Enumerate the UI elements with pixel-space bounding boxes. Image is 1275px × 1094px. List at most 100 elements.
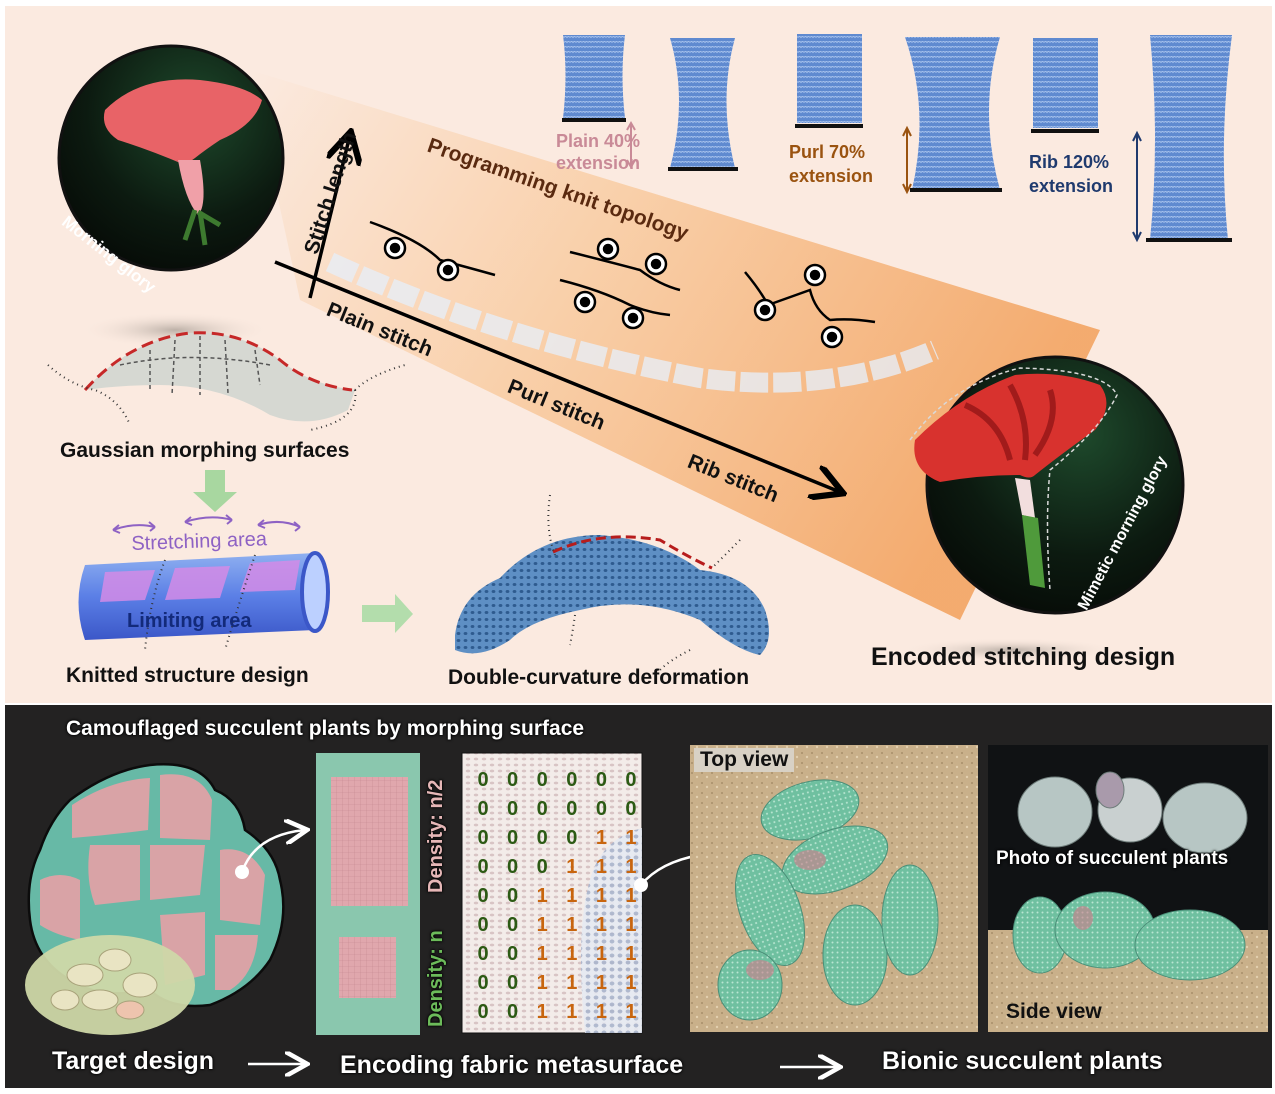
binary-grid-cell: 1: [536, 972, 548, 994]
binary-grid-cell: 1: [625, 885, 637, 907]
binary-grid-cell: 1: [595, 1001, 607, 1023]
stitch-chain: [325, 252, 939, 393]
binary-grid-cell: 1: [536, 885, 548, 907]
rib-extension-value: Rib 120%: [1029, 152, 1110, 172]
binary-grid-cell: 1: [566, 856, 578, 878]
binary-grid-cell: 0: [477, 769, 489, 791]
binary-grid-cell: 0: [536, 769, 548, 791]
binary-grid-cell: 0: [625, 769, 637, 791]
binary-grid-cell: 1: [595, 914, 607, 936]
binary-grid-cell: 0: [477, 856, 489, 878]
stretch-arrows: [112, 514, 301, 534]
binary-grid-cell: 0: [507, 856, 519, 878]
plain-sample: [562, 35, 738, 171]
right-arrow: [362, 594, 413, 633]
binary-grid-cell: 1: [566, 943, 578, 965]
morning-glory-photo: [57, 44, 285, 348]
binary-grid-cell: 1: [625, 827, 637, 849]
purl-extension-label: Purl 70% extension: [789, 140, 873, 188]
binary-grid-cell: 1: [625, 1001, 637, 1023]
knitted-tube: [78, 551, 330, 651]
binary-grid-cell: 1: [566, 914, 578, 936]
down-arrow: [193, 470, 237, 512]
flow-step-bionic-succulents: Bionic succulent plants: [882, 1047, 1163, 1075]
binary-grid-cell: 0: [477, 798, 489, 820]
binary-grid-cell: 1: [536, 943, 548, 965]
purl-sample: [795, 34, 1002, 195]
binary-grid-cell: 0: [536, 827, 548, 849]
binary-grid-cell: 0: [477, 1001, 489, 1023]
stitch-type-axis: [274, 260, 840, 492]
binary-grid-cell: 0: [536, 856, 548, 878]
binary-grid-cell: 0: [595, 769, 607, 791]
binary-grid-cell: 0: [507, 943, 519, 965]
binary-grid-cell: 1: [625, 856, 637, 878]
flow-step-encoding-fabric: Encoding fabric metasurface: [340, 1051, 684, 1079]
succulent-photo: [988, 745, 1268, 885]
binary-grid-cell: 0: [477, 972, 489, 994]
top-view-photo: [690, 745, 978, 1032]
purl-stitch-loops: [559, 237, 681, 330]
density-map: [316, 753, 420, 1035]
rib-extension-label: Rib 120% extension: [1029, 150, 1113, 198]
rib-extension-word: extension: [1029, 176, 1114, 196]
encoded-stitching-label: Encoded stitching design: [871, 643, 1176, 671]
gaussian-label: Gaussian morphing surfaces: [60, 439, 350, 462]
binary-grid-cell: 1: [536, 914, 548, 936]
photo-of-succulents-label: Photo of succulent plants: [996, 848, 1229, 869]
binary-grid-cell: 0: [477, 885, 489, 907]
binary-grid-cell: 0: [477, 914, 489, 936]
binary-grid-cell: 0: [566, 827, 578, 849]
flow-step-target-design: Target design: [52, 1047, 215, 1075]
purl-extension-word: extension: [789, 166, 874, 186]
binary-grid-cell: 1: [625, 914, 637, 936]
side-view-photo: [988, 885, 1268, 1032]
double-curvature-label: Double-curvature deformation: [448, 666, 750, 689]
gaussian-surface: [47, 331, 406, 431]
bottom-title: Camouflaged succulent plants by morphing…: [66, 717, 585, 740]
plain-extension-word: extension: [556, 153, 641, 173]
target-design-illustration: [25, 763, 305, 1035]
mimetic-morning-glory-photo: [900, 355, 1185, 662]
binary-grid-cell: 0: [595, 798, 607, 820]
binary-grid-cell: 1: [595, 885, 607, 907]
rib-sample: [1031, 35, 1232, 243]
plain-extension-value: Plain 40%: [556, 131, 641, 151]
binary-grid-cell: 0: [507, 827, 519, 849]
binary-grid-cell: 1: [566, 1001, 578, 1023]
binary-grid-cell: 0: [507, 914, 519, 936]
binary-grid-cell: 1: [625, 943, 637, 965]
plain-extension-label: Plain 40% extension: [556, 130, 640, 174]
binary-grid-cell: 1: [595, 856, 607, 878]
binary-grid-cell: 0: [477, 827, 489, 849]
binary-grid-cell: 1: [595, 972, 607, 994]
binary-grid-cell: 0: [507, 798, 519, 820]
binary-grid-cell: 0: [477, 943, 489, 965]
side-view-label: Side view: [1006, 1000, 1102, 1023]
density-n-label: Density: n: [425, 930, 447, 1027]
binary-grid-cell: 0: [507, 769, 519, 791]
binary-grid-cell: 0: [507, 885, 519, 907]
fabric-metasurface: [461, 752, 701, 1034]
binary-grid-cell: 0: [507, 1001, 519, 1023]
binary-grid-cell: 0: [625, 798, 637, 820]
density-n2-label: Density: n/2: [425, 779, 447, 893]
double-curvature-mesh: [455, 494, 769, 671]
binary-grid-cell: 1: [536, 1001, 548, 1023]
knitted-structure-label: Knitted structure design: [66, 664, 309, 687]
binary-grid-cell: 1: [595, 827, 607, 849]
limiting-area-label: Limiting area: [127, 610, 252, 632]
binary-grid-cell: 1: [566, 885, 578, 907]
purl-extension-value: Purl 70%: [789, 142, 866, 162]
knit-topology-band: [250, 70, 1100, 620]
